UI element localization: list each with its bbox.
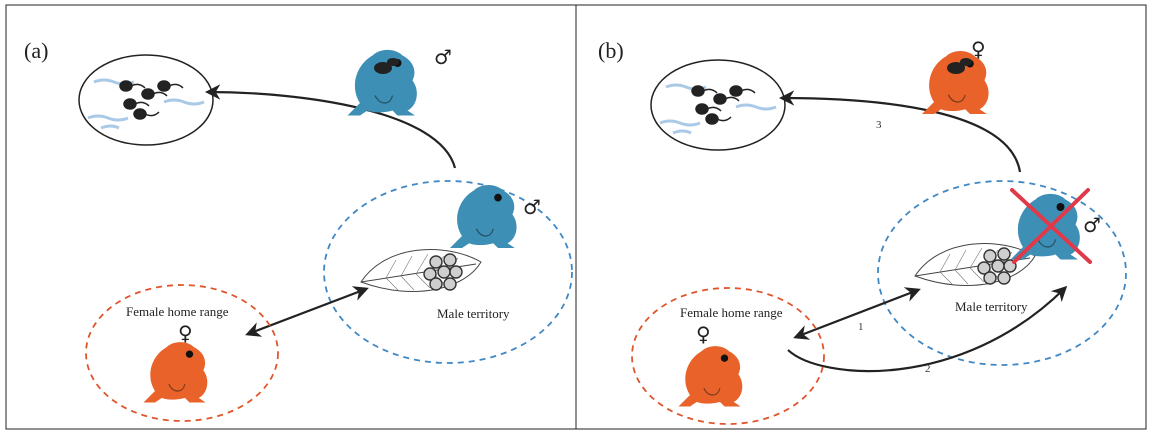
replacement-arrow-b [787,285,1068,373]
transporter-symbol-a: ♂ [434,45,452,69]
transporting-male-frog-a [346,49,418,117]
step-2-label: 2 [925,363,931,375]
male-territory-label-b: Male territory [955,299,1028,314]
tadpole-pool-b [649,58,787,152]
removed-cross [1010,188,1092,264]
female-range-a [85,284,279,422]
female-range-label-b: Female home range [680,305,783,320]
panel-b: (b) 3 ♀ ♂ Male territory 1 2 Female home… [598,37,1127,425]
transport-arrow-b [778,90,1022,173]
female-range-label-a: Female home range [126,304,229,319]
panel-a-label: (a) [24,38,48,63]
panel-b-label: (b) [598,38,624,63]
female-symbol-a: ♀ [178,321,193,345]
panel-a: (a) ♂ ♂ Male territory Female home range… [24,38,573,422]
transporting-female-frog-b [921,50,990,115]
female-frog-b [677,345,743,408]
territory-male-symbol-b: ♂ [1083,213,1101,237]
step-3-label: 3 [876,119,882,131]
removed-male-frog-b [1009,193,1081,261]
leaf-with-eggs-a [360,248,482,293]
step-1-label: 1 [858,321,864,333]
male-territory-b [877,180,1127,366]
leaf-with-eggs-b [914,242,1036,287]
territory-male-frog-a [449,184,518,249]
male-territory-label-a: Male territory [437,306,510,321]
visit-arrow-b [793,287,921,340]
transporter-symbol-b: ♀ [971,37,986,61]
male-territory-a [323,180,573,364]
transport-arrow-a [204,84,457,169]
female-range-b [631,287,825,425]
female-symbol-b: ♀ [696,322,711,346]
tadpole-pool-a [77,53,215,147]
female-frog-a [142,341,208,404]
territory-male-symbol-a: ♂ [523,195,541,219]
visit-arrow-a [245,286,369,337]
